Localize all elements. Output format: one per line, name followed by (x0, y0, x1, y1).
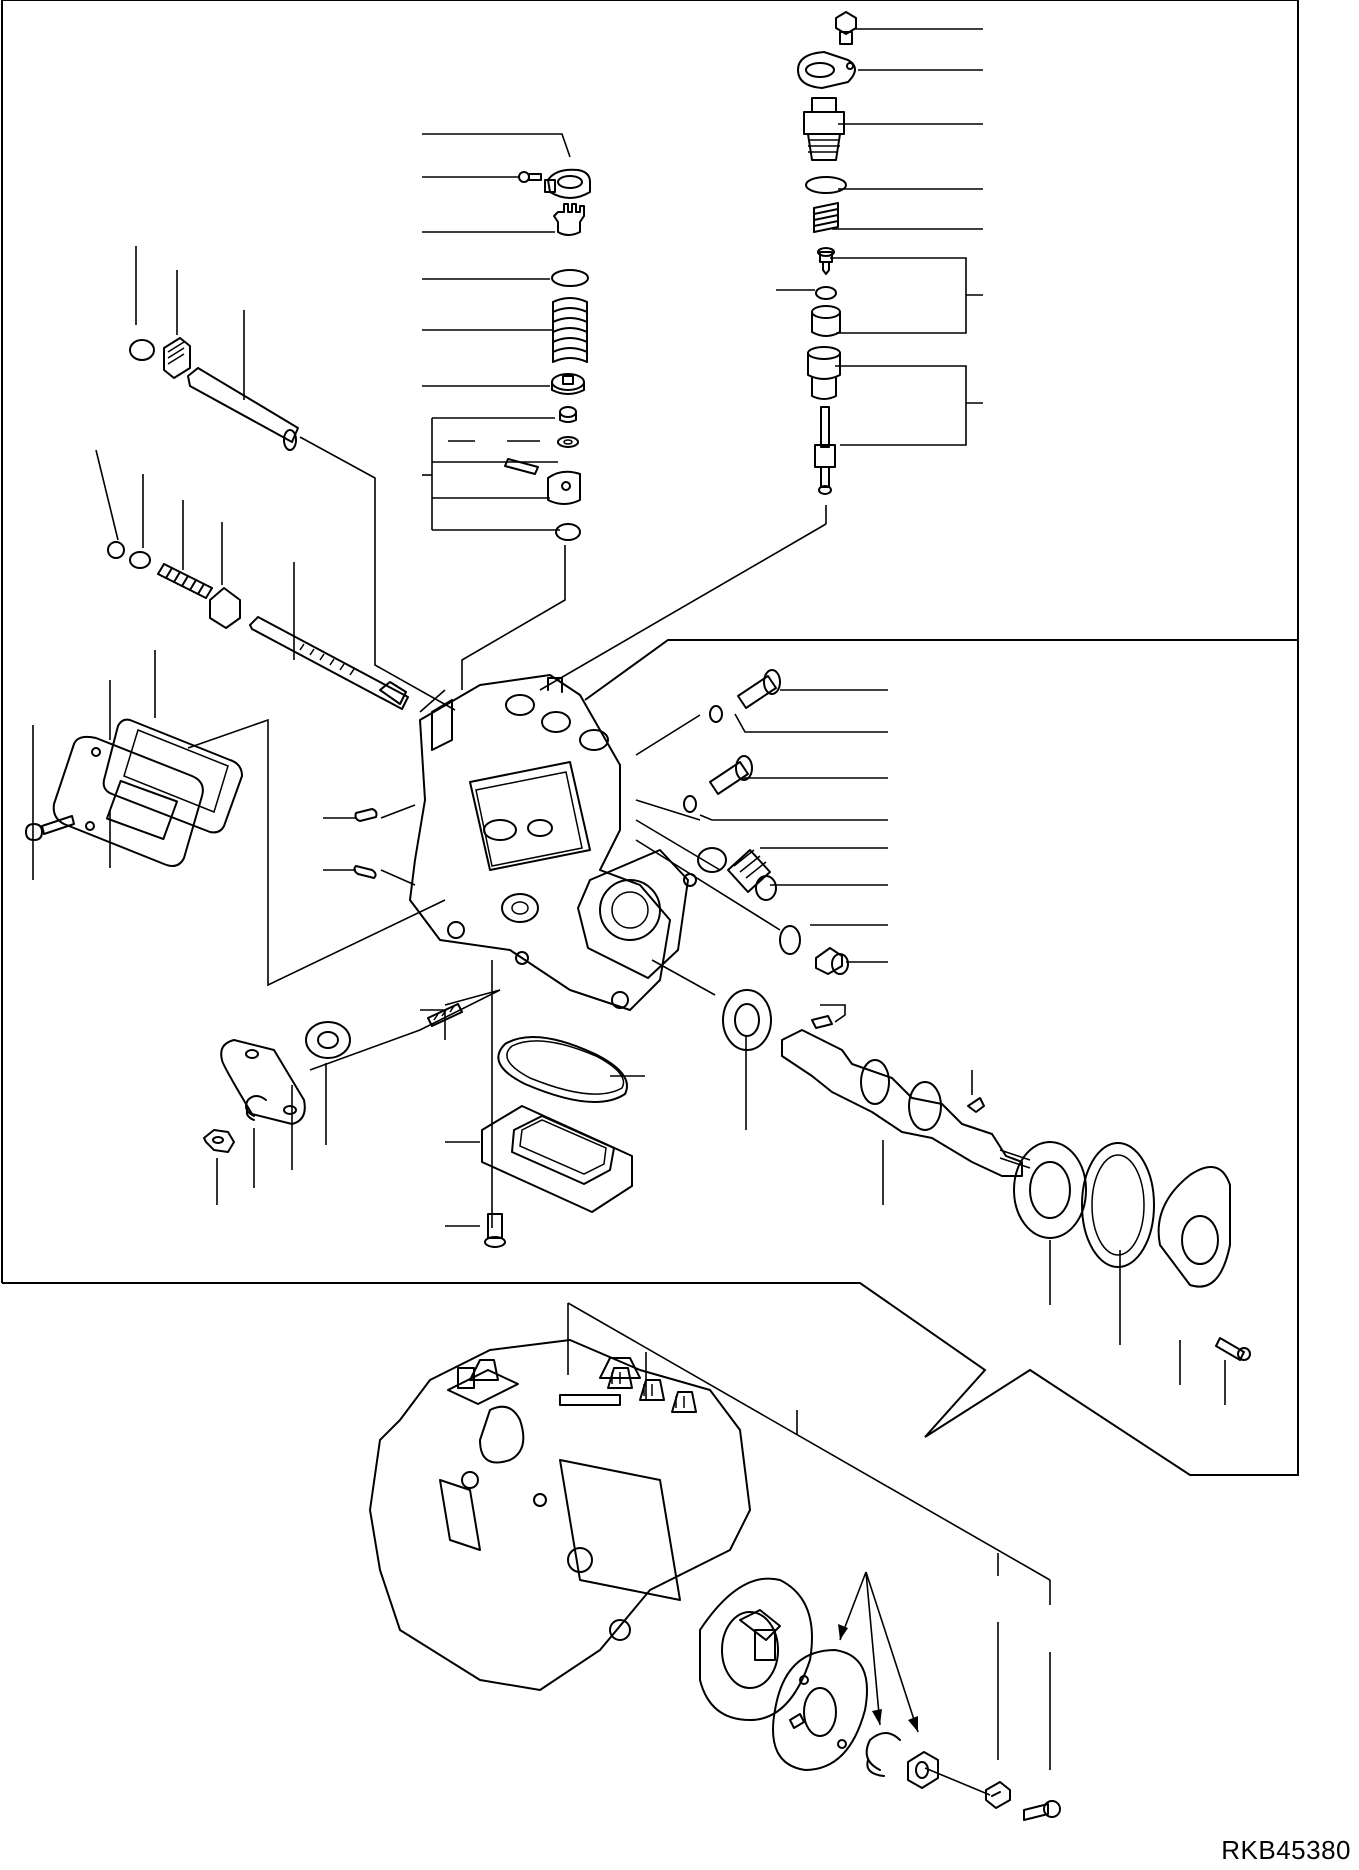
control-rack (249, 616, 409, 710)
cover-screw (25, 815, 75, 841)
delivery-valve-stack (797, 11, 857, 495)
spring-seat-lower (551, 373, 585, 395)
delivery-valve-holder (803, 97, 845, 161)
small-cover (220, 1039, 306, 1125)
valve-spring (813, 202, 839, 233)
spring-washer (865, 1732, 901, 1777)
stud (427, 1003, 463, 1027)
camshaft-group (722, 989, 1251, 1361)
hex-nut (203, 1129, 235, 1153)
governor-stack (504, 168, 591, 541)
bottom-cover-group (203, 1003, 633, 1248)
cover-gasket (102, 718, 243, 834)
spring-seat-upper (553, 203, 585, 236)
diagram-frames (1, 0, 1299, 1476)
drawing-code: RKB45380 (1221, 1835, 1351, 1865)
rack-plug (163, 337, 191, 379)
rack-collar (209, 587, 241, 629)
woodruff-key (967, 1097, 985, 1113)
o-ring-left (129, 339, 155, 361)
plunger (814, 406, 836, 495)
o-ring-plug-4 (779, 925, 801, 955)
pins (353, 808, 378, 879)
rack-sleeve (187, 367, 299, 451)
drive-key (985, 1781, 1011, 1809)
flange-nut (907, 1751, 939, 1789)
small-screw (518, 171, 542, 183)
gasket-plug-3 (697, 847, 727, 873)
gasket-oval (497, 1035, 628, 1103)
o-ring-holder (805, 176, 847, 194)
camshaft (781, 1029, 1031, 1177)
side-cover-plate (52, 735, 204, 867)
plunger-barrel (807, 346, 841, 400)
bearing-cover (1157, 1166, 1231, 1288)
bearing-cover-gasket (1081, 1142, 1155, 1268)
key (811, 1015, 833, 1029)
snap-ring-1 (107, 541, 125, 559)
cover-bolt (1215, 1337, 1251, 1361)
bearing-rear (1013, 1141, 1087, 1239)
governor-spring (552, 297, 588, 363)
lever-assembly (504, 406, 581, 541)
direction-arrows (838, 1571, 919, 1733)
o-ring-plug-1 (709, 705, 723, 723)
shim-washer (551, 269, 589, 287)
valve-seat (811, 305, 841, 337)
control-rack-group (107, 337, 409, 710)
bearing-front (722, 989, 772, 1051)
washer-small (815, 286, 837, 300)
holder-plate (797, 51, 856, 89)
pump-housing (409, 674, 697, 1011)
drive-flange (772, 1649, 868, 1771)
delivery-valve-small (817, 247, 835, 275)
drive-flange-group (772, 1571, 1061, 1821)
rack-spring (157, 563, 213, 599)
plug-1 (737, 669, 781, 709)
adjusting-sleeve (544, 168, 591, 199)
leader-lines (32, 28, 1226, 1796)
flange-bolt (1023, 1800, 1061, 1821)
hex-bolt-top (835, 11, 857, 45)
plug-group (683, 669, 849, 975)
plug-3 (727, 849, 777, 901)
lock-washer (245, 1095, 267, 1121)
assembled-pump (369, 1339, 813, 1721)
o-ring-plug-2 (683, 795, 697, 813)
washer-1 (129, 551, 151, 569)
bottom-cover (481, 1105, 633, 1213)
side-cover-group (25, 718, 378, 879)
plug-2 (709, 755, 753, 795)
plug-4 (815, 947, 849, 975)
seal-washer (305, 1021, 351, 1059)
bottom-screw (484, 1213, 506, 1248)
